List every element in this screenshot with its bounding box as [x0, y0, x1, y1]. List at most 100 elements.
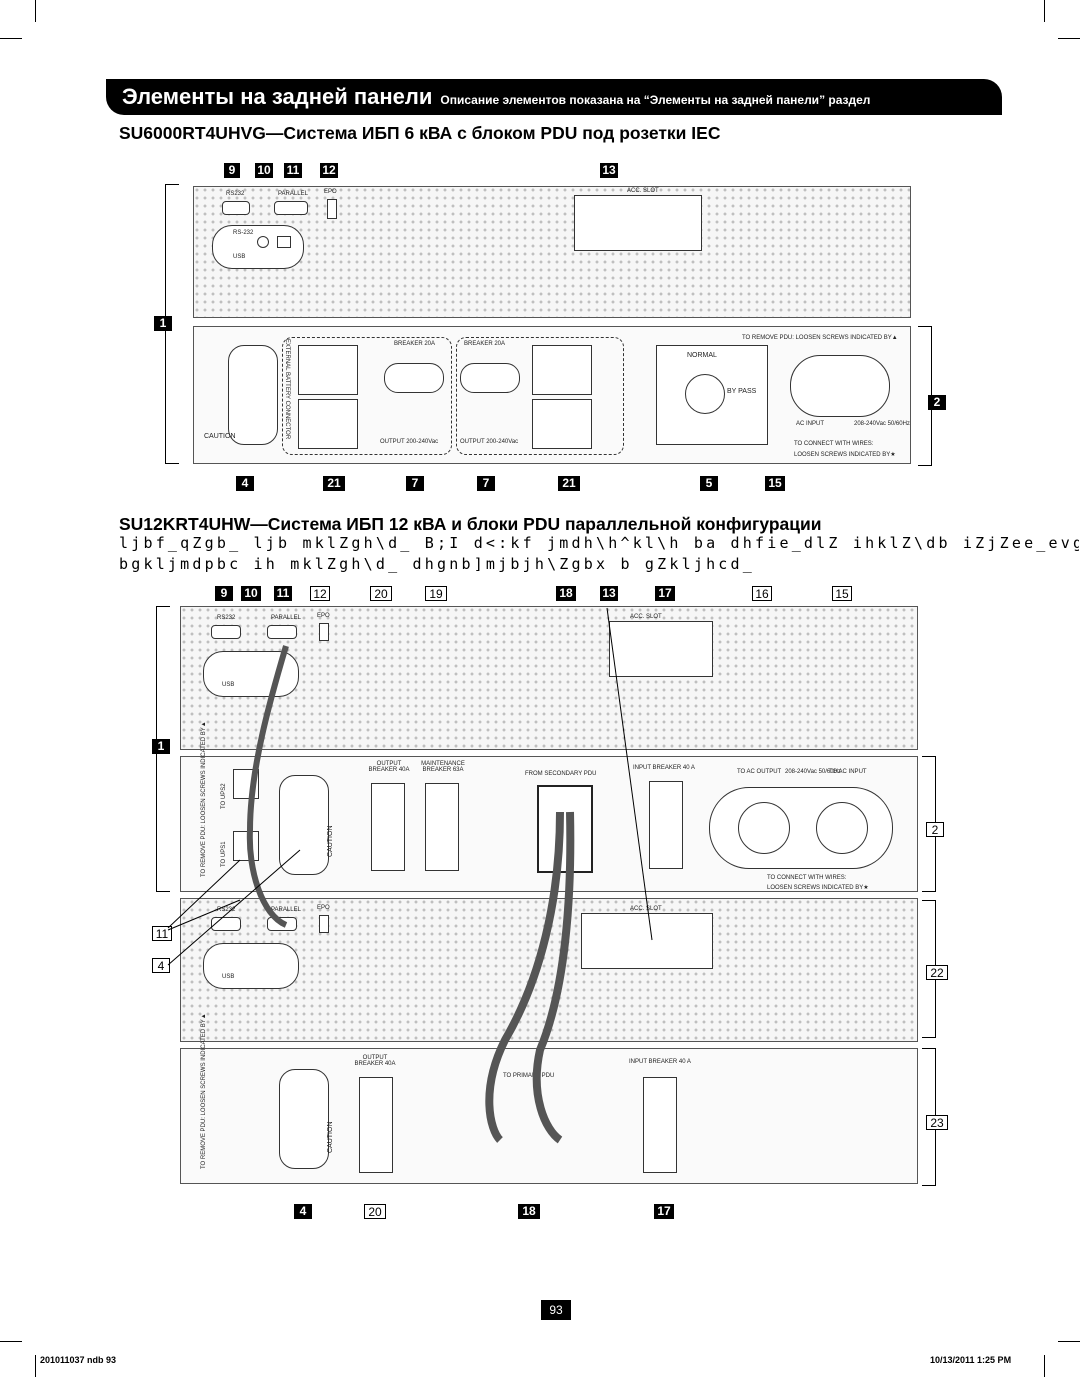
external-battery-connector[interactable]: EXTERNAL BATTERY CONNECTOR [228, 339, 290, 445]
iec-outlet[interactable] [298, 399, 358, 449]
bypass-rotary-switch[interactable] [685, 374, 725, 414]
crop-mark [1058, 1341, 1080, 1342]
pdu-panel: TO REMOVE PDU: LOOSEN SCREWS INDICATED B… [193, 326, 911, 464]
crop-mark [35, 0, 36, 22]
outlet-group-left [282, 337, 452, 455]
callout-2: 2 [926, 822, 944, 837]
acc-slot-label: ACC. SLOT [630, 614, 662, 620]
epo-port[interactable] [319, 623, 329, 641]
callout-12: 12 [320, 163, 338, 178]
ac-output-connector[interactable] [738, 802, 790, 854]
caution-label: CAUTION [204, 433, 236, 440]
primary-pdu-panel: TO UPS1 TO UPS2 TO REMOVE PDU: LOOSEN SC… [180, 721, 918, 892]
external-battery-connector[interactable] [279, 775, 329, 875]
output-right-label: OUTPUT 200-240Vac [460, 439, 519, 445]
iec-outlet[interactable] [298, 345, 358, 395]
usb-label: USB [222, 682, 235, 688]
leader-line [167, 899, 241, 931]
section-header-bar: Элементы на задней панели Описание элеме… [106, 79, 1002, 115]
rs232-small-label: RS-232 [233, 230, 254, 236]
callout-15: 15 [832, 586, 852, 601]
crop-mark [0, 38, 22, 39]
rs232-label: RS232 [217, 907, 236, 913]
accessory-slot[interactable]: ACC. SLOT [581, 906, 713, 969]
rs232-label: RS232 [217, 615, 236, 621]
callout-7: 7 [406, 476, 424, 491]
parallel-connector[interactable] [233, 831, 259, 861]
iec-outlet[interactable] [532, 345, 592, 395]
epo-port[interactable] [319, 915, 329, 933]
callout-13: 13 [600, 163, 618, 178]
callout-11: 11 [274, 586, 292, 601]
callout-4: 4 [294, 1204, 312, 1219]
parallel-label: PARALLEL [271, 907, 301, 913]
callout-18: 18 [556, 586, 576, 601]
callout-4: 4 [152, 958, 170, 973]
input-breaker-label: INPUT BREAKER 40 A [629, 1059, 691, 1065]
crop-mark [35, 1355, 36, 1377]
comm-module: USB [203, 943, 299, 989]
pdu-cable [532, 811, 575, 1144]
secondary-pdu-panel: TO REMOVE PDU: LOOSEN SCREWS INDICATED B… [180, 1013, 918, 1184]
section2-heading: SU12KRT4UHW—Система ИБП 12 кВА и блоки P… [119, 514, 822, 534]
ac-input-connector[interactable] [790, 355, 890, 417]
secondary-pdu-connector[interactable] [537, 785, 593, 873]
breaker-20a[interactable] [384, 363, 444, 393]
callout-18: 18 [518, 1204, 540, 1219]
breaker-left-label: BREAKER 20A [394, 341, 436, 347]
outlet-group-right [456, 337, 624, 455]
header-subtitle: Описание элементов показана на “Элементы… [440, 93, 871, 107]
ac-input-rating: 208-240Vac 50/60Hz [854, 421, 910, 427]
parallel-port[interactable] [274, 201, 308, 215]
breaker-20a[interactable] [460, 363, 520, 393]
maintenance-breaker[interactable] [425, 783, 459, 871]
callout-22: 22 [926, 965, 948, 980]
remove-pdu-label: TO REMOVE PDU: LOOSEN SCREWS INDICATED B… [742, 335, 898, 341]
callout-5: 5 [700, 476, 718, 491]
parallel-label: PARALLEL [271, 615, 301, 621]
pdu-cable [485, 811, 564, 1143]
leader-line [167, 849, 301, 966]
accessory-slot[interactable]: ACC. SLOT [574, 188, 702, 251]
crop-mark [1044, 1355, 1045, 1377]
callout-17: 17 [654, 1204, 674, 1219]
rs232-port[interactable] [211, 625, 241, 639]
to-primary-label: TO PRIMARY PDU [503, 1073, 555, 1079]
parallel-label: PARALLEL [278, 191, 308, 197]
epo-label: EPO [317, 905, 330, 911]
section2-note-line2: bgkljmdpbc ih mklZgh\d_ dhgnb]mjbjh\Zgbx… [119, 555, 755, 573]
output-breaker[interactable] [359, 1077, 393, 1173]
parallel-port[interactable] [267, 625, 297, 639]
input-breaker[interactable] [649, 781, 683, 869]
leader-line [167, 859, 241, 929]
input-breaker[interactable] [643, 1077, 677, 1173]
callout-12: 12 [310, 586, 330, 601]
callout-15: 15 [765, 476, 785, 491]
section1-heading: SU6000RT4UHVG—Система ИБП 6 кВА с блоком… [119, 123, 721, 143]
ac-input-connector[interactable] [816, 802, 868, 854]
header-title: Элементы на задней панели [122, 84, 433, 109]
dip-switch[interactable] [257, 236, 269, 248]
crop-mark [1058, 38, 1080, 39]
output-breaker[interactable] [371, 783, 405, 871]
usb-port[interactable] [277, 236, 291, 248]
acc-slot-label: ACC. SLOT [627, 188, 659, 194]
iec-outlet[interactable] [532, 399, 592, 449]
epo-label: EPO [317, 613, 330, 619]
callout-1: 1 [154, 316, 172, 331]
ups1-rear-panel: RS232 PARALLEL EPO USB ACC. SLOT [180, 606, 918, 750]
callout-2: 2 [928, 395, 946, 410]
accessory-slot[interactable]: ACC. SLOT [609, 614, 713, 677]
external-battery-connector[interactable] [279, 1069, 329, 1169]
rs232-label: RS232 [226, 191, 245, 197]
callout-11: 11 [284, 163, 302, 178]
from-secondary-label: FROM SECONDARY PDU [525, 771, 597, 777]
bypass-switch-panel: NORMAL BY PASS [656, 345, 768, 445]
epo-port[interactable] [327, 199, 337, 219]
callout-9: 9 [224, 163, 240, 178]
rs232-port[interactable] [222, 201, 250, 215]
bypass-label: BY PASS [727, 388, 757, 395]
footer-right: 10/13/2011 1:25 PM [930, 1355, 1012, 1365]
breaker-right-label: BREAKER 20A [464, 341, 506, 347]
